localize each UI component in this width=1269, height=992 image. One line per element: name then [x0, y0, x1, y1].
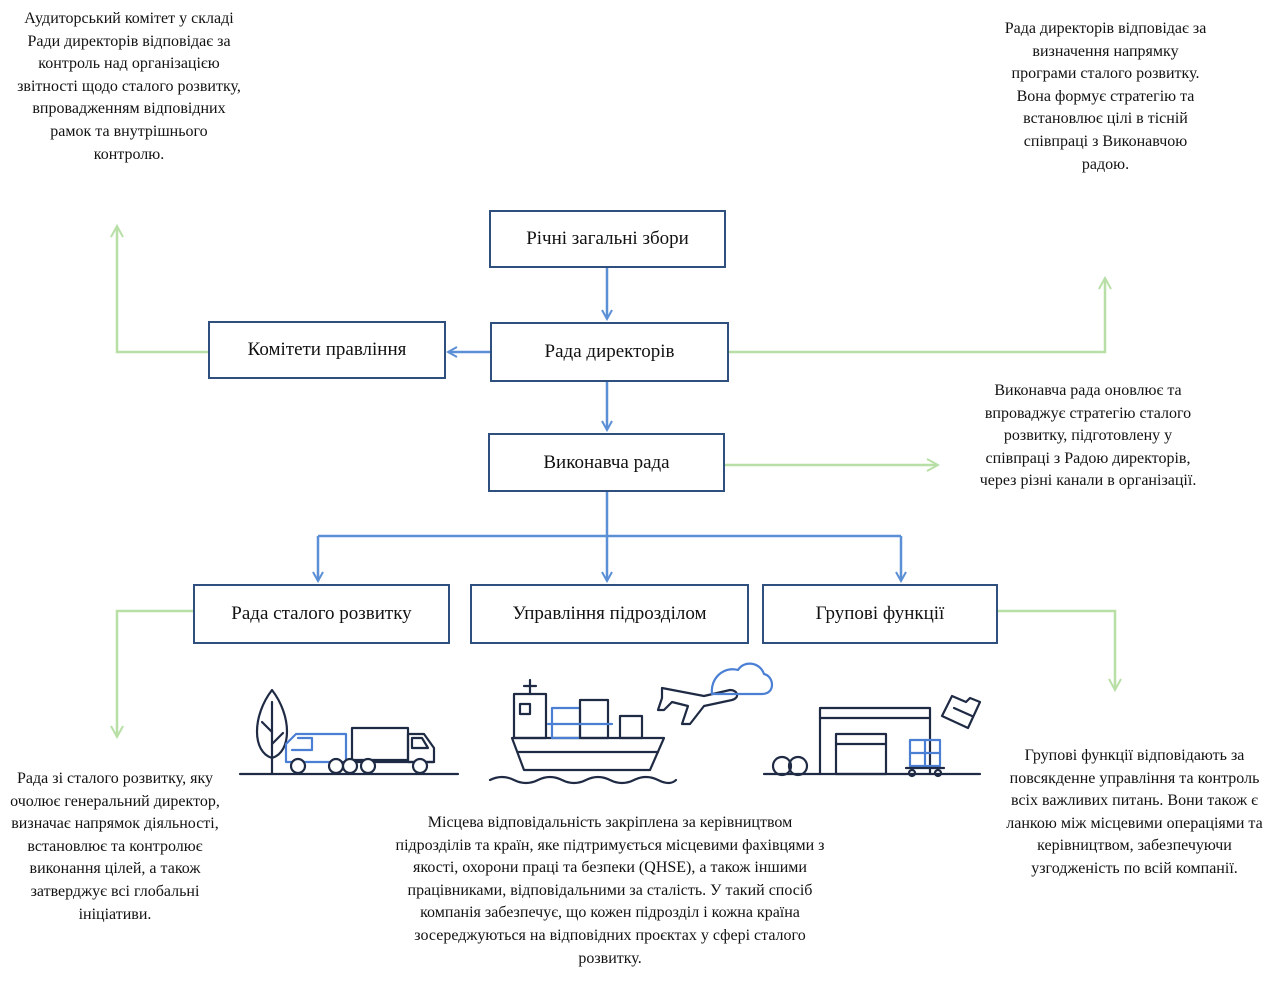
arrow-functions-to-role-note: [998, 609, 1115, 690]
tree-icon: [255, 688, 289, 776]
executive-board-box: Виконавча рада: [488, 433, 725, 492]
sustainability-council-box: Рада сталого розвитку: [193, 584, 450, 644]
board-role-note: Рада директорів відповідає за визначення…: [1004, 20, 1207, 173]
airplane-icon: [656, 686, 739, 726]
sustainability-council-role-note: Рада зі сталого розвитку, яку очолює ген…: [10, 770, 220, 923]
truck-icon: [341, 726, 436, 775]
arrow-council-to-role-note: [117, 609, 193, 737]
group-functions-box: Групові функції: [762, 584, 998, 644]
audit-committee-note: Аудиторський комітет у складі Ради дирек…: [17, 10, 241, 163]
arrow-board-to-role-note: [728, 278, 1105, 354]
folder-icon: [940, 694, 982, 730]
cloud-icon: [710, 662, 774, 696]
division-management-box: Управління підрозділом: [470, 584, 749, 644]
executive-role-note: Виконавча рада оновлює та впроваджує стр…: [979, 382, 1197, 490]
cargo-ship-icon: [488, 678, 678, 785]
pallet-icon: [904, 738, 946, 778]
local-responsibility-note: Місцева відповідальність закріплена за к…: [395, 814, 825, 967]
warehouse-icon: [771, 706, 932, 777]
arrow-committees-to-audit-note: [117, 226, 208, 354]
board-of-directors-box: Рада директорів: [490, 322, 729, 382]
agm-box: Річні загальні збори: [489, 210, 726, 268]
group-functions-role-note: Групові функції відповідають за повсякде…: [1006, 747, 1263, 877]
board-committees-box: Комітети правління: [208, 321, 446, 379]
van-icon: [284, 732, 348, 775]
